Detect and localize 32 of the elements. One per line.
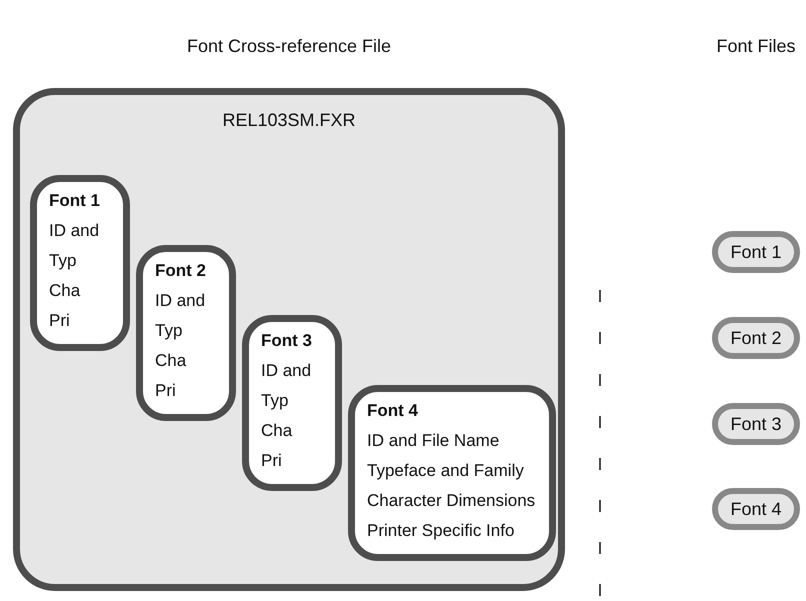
field-text: Typ <box>49 250 76 272</box>
font-file-pill: Font 2 <box>712 317 800 359</box>
field-text: ID and <box>261 360 312 382</box>
font-file-pill: Font 1 <box>712 231 800 273</box>
card-heading: Font 2 <box>155 260 206 282</box>
font-record-card <box>30 175 130 351</box>
field-text: Cha <box>49 280 80 302</box>
font-file-pill: Font 3 <box>712 403 800 445</box>
field-text: ID and <box>155 290 206 312</box>
font-record-card <box>136 245 236 421</box>
field-text: Printer Specific Info <box>367 520 514 542</box>
section-heading: Font Files <box>716 36 796 57</box>
field-text: Character Dimensions <box>367 490 536 512</box>
field-text: Cha <box>261 420 292 442</box>
field-text: Typeface and Family <box>367 460 524 482</box>
field-text: Pri <box>155 380 176 402</box>
field-text: ID and File Name <box>367 430 500 452</box>
file-container-box <box>13 88 565 591</box>
field-text: Pri <box>261 450 282 472</box>
field-text: Pri <box>49 310 70 332</box>
font-record-card <box>242 315 342 491</box>
field-text: Typ <box>155 320 182 342</box>
file-name-title: REL103SM.FXR <box>221 109 357 131</box>
field-text: Cha <box>155 350 186 372</box>
card-heading: Font 1 <box>49 190 100 212</box>
card-heading: Font 4 <box>367 400 418 422</box>
font-record-card <box>348 385 556 561</box>
field-text: Typ <box>261 390 288 412</box>
font-file-pill: Font 4 <box>712 488 800 530</box>
section-heading: Font Cross-reference File <box>187 36 392 57</box>
card-heading: Font 3 <box>261 330 312 352</box>
field-text: ID and <box>49 220 100 242</box>
